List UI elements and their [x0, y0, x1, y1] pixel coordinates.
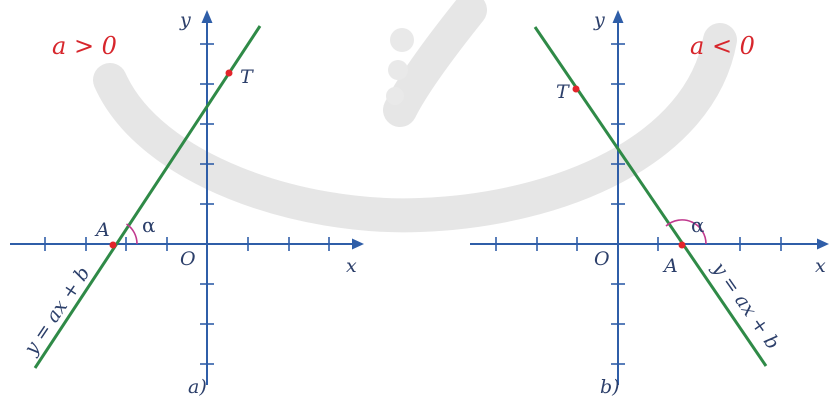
angle-label-a: α: [142, 213, 156, 237]
y-axis-label-b: y: [593, 9, 605, 31]
condition-label-a: a > 0: [52, 32, 117, 60]
point-a-b: [678, 241, 686, 249]
line-graph-a: [33, 25, 262, 369]
y-ticks-a: [200, 43, 214, 365]
point-t-label-b: T: [556, 81, 570, 103]
x-axis-label-b: x: [815, 255, 826, 277]
condition-label-b: a < 0: [690, 32, 755, 60]
origin-label-a: O: [180, 248, 196, 270]
x-ticks-b: [495, 237, 782, 251]
point-a-a: [109, 241, 117, 249]
angle-arc-b: [665, 219, 707, 245]
line-graph-b: [533, 26, 768, 367]
y-axis-arrow-b: [612, 10, 624, 23]
point-t-label-a: T: [240, 66, 254, 88]
x-axis-label-a: x: [346, 255, 357, 277]
angle-label-b: α: [691, 213, 705, 237]
point-a-label-a: A: [94, 219, 110, 241]
point-t-a: [225, 69, 233, 77]
x-ticks-a: [44, 237, 330, 251]
y-ticks-b: [611, 43, 625, 365]
caption-b: b): [600, 376, 620, 398]
x-axis-arrow-b: [817, 238, 829, 250]
point-a-label-b: A: [662, 255, 678, 277]
point-t-b: [572, 85, 580, 93]
y-axis-label-a: y: [179, 9, 191, 31]
watermark-logo: [93, 0, 737, 233]
x-axis-arrow-a: [352, 238, 364, 250]
equation-label-a: y = ax + b: [19, 263, 94, 360]
origin-label-b: O: [594, 248, 610, 270]
angle-arc-a: [126, 223, 138, 245]
equation-label-b: y = ax + b: [707, 257, 783, 353]
caption-a: a): [188, 376, 207, 398]
y-axis-arrow-a: [201, 10, 213, 23]
